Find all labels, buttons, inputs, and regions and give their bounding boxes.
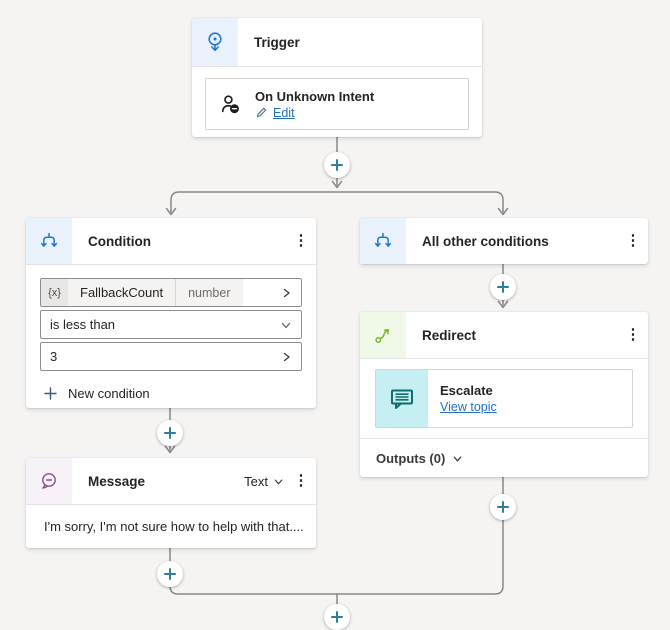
message-body-text[interactable]: I'm sorry, I'm not sure how to help with… xyxy=(44,518,304,534)
condition-variable-name: FallbackCount xyxy=(80,285,164,300)
topic-message-icon xyxy=(376,370,428,427)
edit-link[interactable]: Edit xyxy=(273,105,295,120)
message-mode-dropdown[interactable]: Text xyxy=(244,474,284,489)
condition-title: Condition xyxy=(88,233,151,249)
redirect-node-header[interactable]: Redirect ⋮ xyxy=(360,312,648,358)
add-node-button-after-message[interactable] xyxy=(157,561,183,587)
escalate-topic-card[interactable]: Escalate View topic xyxy=(375,369,633,428)
new-condition-label: New condition xyxy=(68,385,150,401)
trigger-node-header[interactable]: Trigger xyxy=(192,18,482,66)
all-other-conditions-menu-button[interactable]: ⋮ xyxy=(625,232,641,249)
condition-node[interactable]: Condition ⋮ {x} FallbackCount number is … xyxy=(26,218,316,408)
message-header-divider xyxy=(26,504,316,505)
chevron-down-icon xyxy=(452,453,463,464)
go-to-arrow-icon xyxy=(360,312,406,358)
condition-value-field[interactable]: 3 xyxy=(40,342,302,371)
all-other-conditions-title: All other conditions xyxy=(422,233,549,249)
variable-chip-icon: {x} xyxy=(41,279,68,306)
on-unknown-intent-card[interactable]: On Unknown Intent Edit xyxy=(205,78,469,130)
trigger-node[interactable]: Trigger On Unknown Intent Edit xyxy=(192,18,482,137)
add-node-button-after-all-other-conditions[interactable] xyxy=(490,274,516,300)
trigger-title: Trigger xyxy=(254,34,300,50)
outputs-toggle[interactable]: Outputs (0) xyxy=(360,439,648,478)
message-title: Message xyxy=(88,473,146,489)
condition-menu-button[interactable]: ⋮ xyxy=(293,232,309,249)
message-node[interactable]: Message Text ⋮ I'm sorry, I'm not sure h… xyxy=(26,458,316,548)
branch-icon xyxy=(360,218,406,264)
redirect-menu-button[interactable]: ⋮ xyxy=(625,326,641,343)
add-node-button-at-merge[interactable] xyxy=(324,604,350,630)
view-topic-link[interactable]: View topic xyxy=(440,400,497,414)
trigger-header-divider xyxy=(192,66,482,67)
condition-operator-value: is less than xyxy=(50,317,116,332)
speech-bubble-icon xyxy=(26,458,72,504)
new-condition-button[interactable]: New condition xyxy=(44,381,302,405)
add-node-button-after-trigger[interactable] xyxy=(324,152,350,178)
chevron-down-icon xyxy=(273,476,284,487)
add-node-button-after-redirect[interactable] xyxy=(490,494,516,520)
outputs-label: Outputs (0) xyxy=(376,451,446,466)
all-other-conditions-header[interactable]: All other conditions ⋮ xyxy=(360,218,648,264)
condition-variable-type: number xyxy=(175,279,242,306)
escalate-title: Escalate xyxy=(440,383,493,398)
chevron-right-icon[interactable] xyxy=(280,287,292,299)
branch-icon xyxy=(26,218,72,264)
condition-node-header[interactable]: Condition ⋮ xyxy=(26,218,316,264)
redirect-title: Redirect xyxy=(422,327,477,343)
all-other-conditions-node[interactable]: All other conditions ⋮ xyxy=(360,218,648,264)
add-node-button-after-condition[interactable] xyxy=(157,420,183,446)
person-chat-icon xyxy=(218,92,243,117)
condition-variable-field[interactable]: {x} FallbackCount number xyxy=(40,278,302,307)
message-node-header[interactable]: Message Text ⋮ xyxy=(26,458,316,504)
trigger-icon xyxy=(192,18,238,66)
redirect-outputs-divider xyxy=(360,438,648,439)
condition-value: 3 xyxy=(50,349,58,364)
message-mode-value: Text xyxy=(244,473,268,489)
condition-header-divider xyxy=(26,264,316,265)
message-menu-button[interactable]: ⋮ xyxy=(293,472,309,489)
pencil-icon xyxy=(255,106,268,119)
redirect-node[interactable]: Redirect ⋮ Escalate View topic Outputs (… xyxy=(360,312,648,477)
redirect-header-divider xyxy=(360,358,648,359)
plus-icon xyxy=(44,386,57,400)
chevron-right-icon[interactable] xyxy=(280,351,292,363)
on-unknown-intent-title: On Unknown Intent xyxy=(255,88,375,104)
chevron-down-icon[interactable] xyxy=(280,319,292,331)
condition-operator-dropdown[interactable]: is less than xyxy=(40,310,302,339)
